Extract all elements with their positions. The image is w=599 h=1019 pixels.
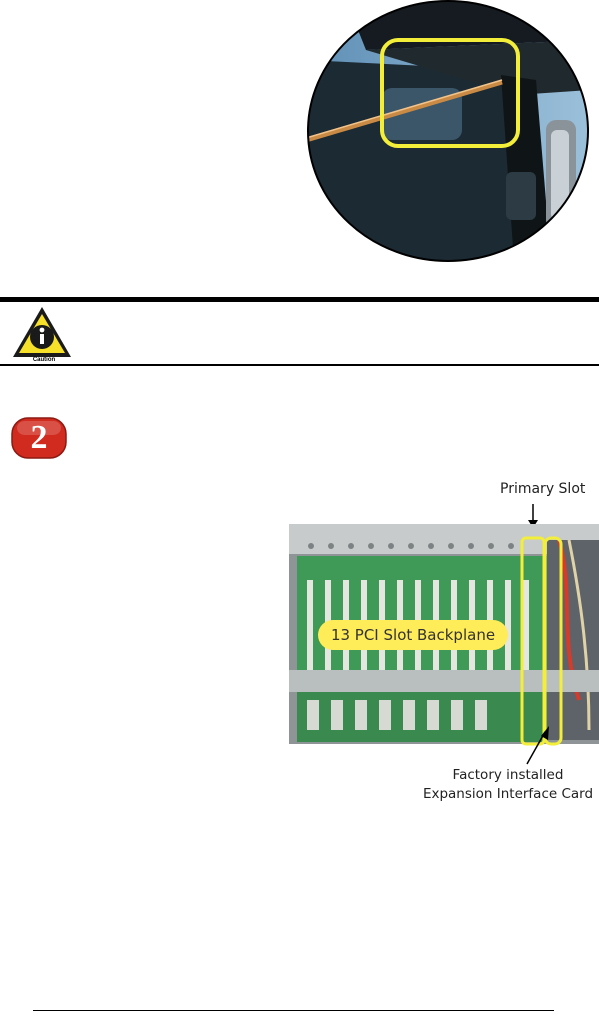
- caution-label: Caution: [32, 357, 56, 363]
- interface-card-label: Factory installed Expansion Interface Ca…: [410, 766, 599, 804]
- footer-rule: [33, 1010, 554, 1011]
- step-number: 2: [30, 419, 48, 456]
- badge-shape: [11, 417, 67, 459]
- step-number-badge: 2: [11, 417, 67, 459]
- interface-card-label-line1: Factory installed: [452, 767, 564, 783]
- caution-top-rule: [0, 297, 599, 302]
- interface-card-label-line2: Expansion Interface Card: [422, 786, 594, 802]
- caution-info-icon: [13, 307, 71, 357]
- primary-slot-label: Primary Slot: [500, 481, 586, 497]
- interface-card-highlight: [543, 536, 563, 746]
- chassis-edge-photo: [307, 0, 589, 262]
- caution-bottom-rule: [0, 364, 599, 366]
- backplane-photo: [289, 504, 599, 765]
- highlight-box: [380, 38, 520, 148]
- backplane-label: 13 PCI Slot Backplane: [318, 620, 508, 650]
